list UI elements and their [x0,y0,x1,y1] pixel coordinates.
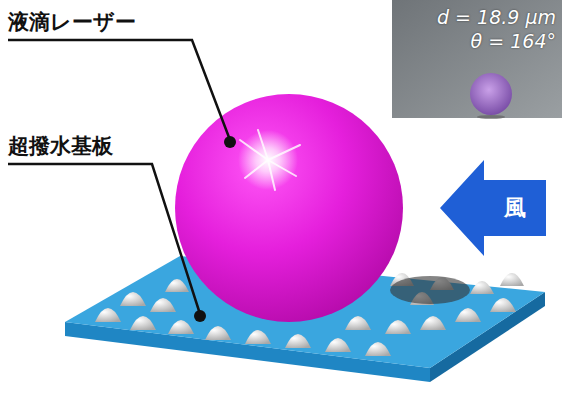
callout-label: 液滴レーザー [8,10,136,35]
arrow-fill [440,160,546,256]
wind-label: 風 [504,193,526,223]
measurement-text: θ = 164° [471,30,556,52]
measurement-text: d = 18.9 μm [437,6,556,28]
wind-arrow: 風 [440,160,548,256]
arrow-shape [440,160,548,256]
inset-photo-caption: d = 18.9 μmθ = 164° [392,0,562,70]
callout-label: 超撥水基板 [8,134,113,159]
